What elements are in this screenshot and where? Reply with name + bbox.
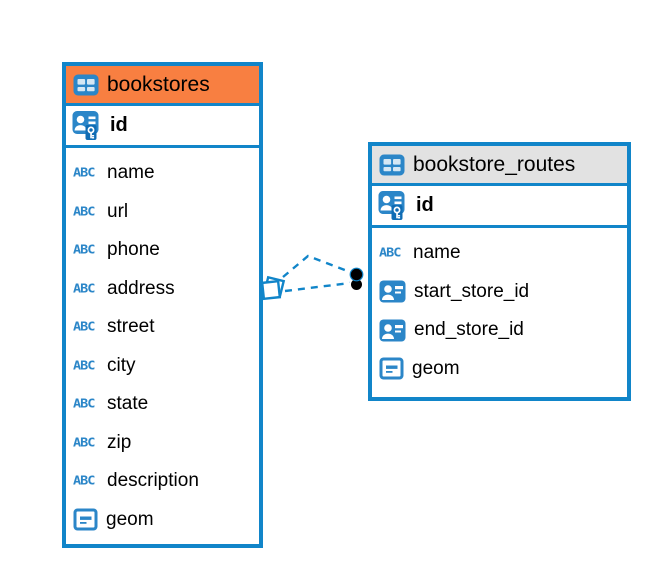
table-icon — [73, 74, 99, 96]
column-name: url — [107, 200, 129, 222]
column-name: start_store_id — [414, 280, 530, 302]
object-type-icon — [73, 508, 98, 531]
text-type-icon: ABC — [73, 396, 95, 412]
column-row[interactable]: ABC name — [372, 234, 627, 273]
table-bookstores-header[interactable]: bookstores — [66, 66, 259, 106]
text-type-icon: ABC — [73, 358, 95, 374]
column-row[interactable]: geom — [372, 350, 627, 389]
column-list: ABC name start_store_id — [372, 228, 627, 388]
column-name: id — [110, 114, 128, 136]
column-name: address — [107, 277, 175, 299]
table-title: bookstores — [107, 72, 210, 96]
table-bookstore-routes[interactable]: bookstore_routes id — [368, 142, 631, 401]
text-type-icon: ABC — [73, 281, 95, 297]
diamond-marker — [260, 275, 286, 301]
column-row[interactable]: ABC street — [66, 308, 259, 347]
text-type-icon: ABC — [379, 245, 401, 261]
column-row[interactable]: ABC phone — [66, 231, 259, 270]
table-bookstore-routes-header[interactable]: bookstore_routes — [372, 146, 627, 186]
table-bookstores[interactable]: bookstores id A — [62, 62, 263, 548]
column-row[interactable]: ABC zip — [66, 424, 259, 463]
text-type-icon: ABC — [73, 319, 95, 335]
column-row[interactable]: start_store_id — [372, 273, 627, 312]
primary-key-icon — [378, 190, 408, 221]
column-name: description — [107, 470, 199, 492]
column-row[interactable]: ABC state — [66, 385, 259, 424]
text-type-icon: ABC — [73, 435, 95, 451]
column-name: name — [413, 242, 461, 264]
text-type-icon: ABC — [73, 165, 95, 181]
column-name: id — [416, 194, 434, 216]
column-row-pk[interactable]: id — [66, 106, 259, 148]
primary-key-icon — [72, 110, 102, 141]
column-name: geom — [106, 508, 154, 530]
column-row[interactable]: ABC description — [66, 462, 259, 501]
object-type-icon — [379, 357, 404, 380]
column-name: zip — [107, 431, 132, 453]
column-row[interactable]: ABC url — [66, 193, 259, 232]
column-row-pk[interactable]: id — [372, 186, 627, 228]
column-row[interactable]: ABC address — [66, 270, 259, 309]
column-name: end_store_id — [414, 319, 524, 341]
column-name: state — [107, 393, 149, 415]
column-row[interactable]: end_store_id — [372, 311, 627, 350]
relationship-line — [284, 281, 351, 293]
column-row[interactable]: ABC name — [66, 154, 259, 193]
column-row[interactable]: ABC city — [66, 347, 259, 386]
table-icon — [379, 154, 405, 176]
text-type-icon: ABC — [73, 204, 95, 220]
column-name: city — [107, 354, 136, 376]
table-title: bookstore_routes — [413, 152, 576, 176]
text-type-icon: ABC — [73, 242, 95, 258]
column-name: phone — [107, 239, 160, 261]
column-row[interactable]: geom — [66, 501, 259, 540]
column-name: street — [107, 316, 155, 338]
column-name: geom — [412, 357, 460, 379]
column-name: name — [107, 162, 155, 184]
text-type-icon: ABC — [73, 473, 95, 489]
column-list: ABC name ABC url ABC phone ABC address A… — [66, 148, 259, 539]
foreign-key-icon — [379, 280, 406, 303]
foreign-key-icon — [379, 319, 406, 342]
relationship-line — [282, 254, 351, 278]
circle-marker — [349, 267, 364, 292]
